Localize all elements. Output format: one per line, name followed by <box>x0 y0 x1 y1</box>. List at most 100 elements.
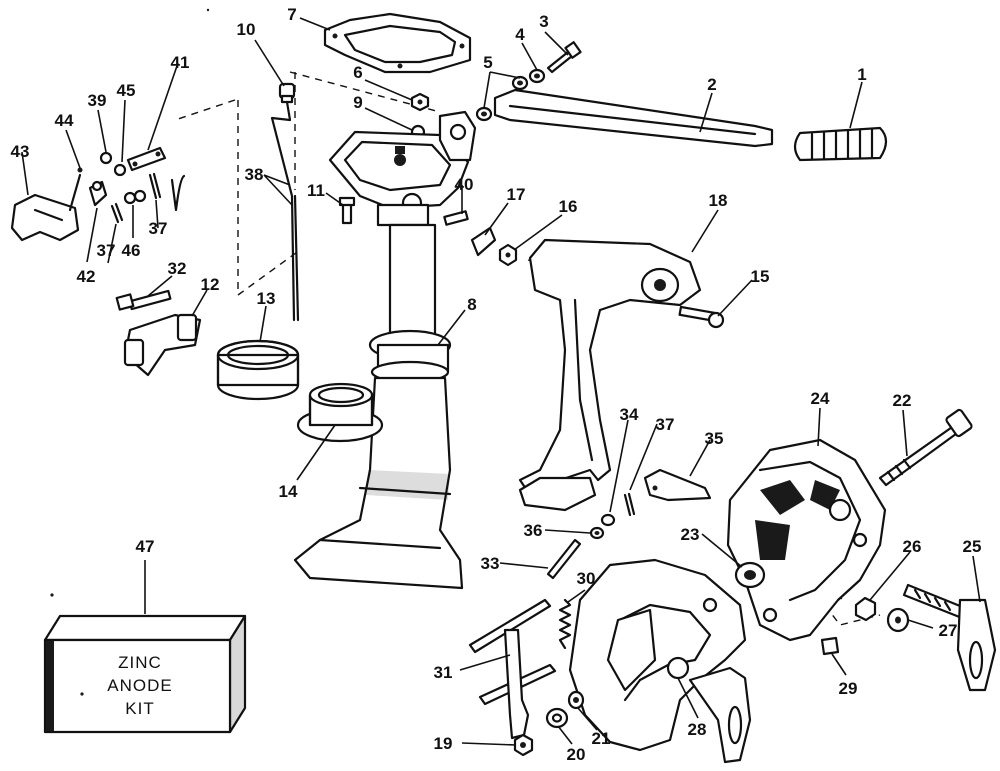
callout-15: 15 <box>751 267 770 286</box>
part-31-tilt-lever <box>468 598 557 740</box>
part-30-spring <box>558 598 572 650</box>
callout-28: 28 <box>688 720 707 739</box>
part-26-nut <box>854 596 877 622</box>
callout-3: 3 <box>539 12 548 31</box>
part-20-washer <box>545 707 569 729</box>
speck-mark <box>50 593 54 597</box>
callout-11: 11 <box>307 181 325 200</box>
part-18-swivel-bracket <box>518 238 702 512</box>
part-38-rods <box>270 100 300 322</box>
part-23-bushing <box>734 561 766 589</box>
callout-42: 42 <box>77 267 96 286</box>
callout-16: 16 <box>559 197 578 216</box>
part-19-nut <box>513 733 534 757</box>
callout-leader-lines <box>21 17 981 746</box>
callout-33: 33 <box>481 554 500 573</box>
callout-43: 43 <box>11 142 30 161</box>
part-13-bushing <box>216 339 300 401</box>
speck-mark <box>206 8 210 12</box>
callout-39: 39 <box>88 91 107 110</box>
part-1-grip <box>793 126 888 162</box>
callout-27: 27 <box>939 621 958 640</box>
part-25-clamp-screw <box>902 583 997 692</box>
callout-25: 25 <box>963 537 982 556</box>
kit-label-line-3: KIT <box>125 699 154 718</box>
part-33-pin <box>546 538 582 580</box>
part-5-washers <box>475 75 529 122</box>
part-37-cotter-pins-left <box>110 172 186 224</box>
part-40-screw <box>443 210 469 226</box>
callout-17: 17 <box>507 185 526 204</box>
callout-14: 14 <box>279 482 298 501</box>
part-4-washer <box>528 68 546 84</box>
callout-40: 40 <box>455 175 474 194</box>
callout-18: 18 <box>709 191 728 210</box>
callout-35: 35 <box>705 429 724 448</box>
callout-37-mid: 37 <box>149 219 168 238</box>
part-17-clip <box>470 226 497 257</box>
part-10-fitting <box>278 82 296 104</box>
callout-23: 23 <box>681 525 700 544</box>
callout-2: 2 <box>707 75 716 94</box>
part-14-bushing <box>296 382 384 443</box>
part-43-bracket <box>10 193 80 242</box>
callout-37-left: 37 <box>97 241 116 260</box>
callout-37-right: 37 <box>656 415 675 434</box>
part-24-stern-bracket <box>726 438 887 642</box>
part-12-collar <box>123 313 202 377</box>
part-46-washer <box>123 189 147 205</box>
part-44-bolt <box>68 167 83 212</box>
part-35-link-plate <box>643 468 712 502</box>
callout-44: 44 <box>55 111 74 130</box>
callout-numbers: 1 2 3 4 5 6 7 8 9 10 11 12 13 14 15 16 1… <box>11 5 982 764</box>
kit-label-line-2: ANODE <box>107 676 172 695</box>
kit-label-line-1: ZINC <box>118 653 162 672</box>
callout-22: 22 <box>893 391 912 410</box>
callout-29: 29 <box>839 679 858 698</box>
callout-46: 46 <box>122 241 141 260</box>
callout-21: 21 <box>592 729 611 748</box>
part-45-washer <box>113 163 127 177</box>
part-42-link <box>88 180 108 207</box>
callout-13: 13 <box>257 289 276 308</box>
callout-12: 12 <box>201 275 220 294</box>
part-22-bolt <box>878 408 973 487</box>
part-29-pin <box>820 636 840 656</box>
part-37-cotter-pin <box>623 492 636 517</box>
part-27-washer <box>886 607 910 633</box>
callout-38: 38 <box>245 165 264 184</box>
callout-20: 20 <box>567 745 586 764</box>
part-2-steering-arm <box>493 88 774 148</box>
part-39-washer <box>99 151 113 165</box>
part-36-washer <box>589 526 605 540</box>
part-8-exhaust-housing <box>293 203 464 590</box>
callout-1: 1 <box>857 65 866 84</box>
callout-45: 45 <box>117 81 136 100</box>
part-34-washer <box>600 513 616 527</box>
speck-mark <box>80 692 84 696</box>
callout-41: 41 <box>171 53 190 72</box>
part-21-washer <box>567 690 585 710</box>
callout-5: 5 <box>483 53 492 72</box>
callout-10: 10 <box>237 20 256 39</box>
callout-47: 47 <box>136 537 155 556</box>
callout-34: 34 <box>620 405 639 424</box>
callout-31: 31 <box>434 663 453 682</box>
part-41-lever <box>126 146 167 172</box>
part-32-screw <box>115 289 172 311</box>
callout-9: 9 <box>353 93 362 112</box>
part-47-zinc-anode-kit: ZINC ANODE KIT <box>43 614 247 734</box>
part-11-screw <box>338 196 356 225</box>
part-15-screw <box>678 305 725 329</box>
callout-30: 30 <box>577 569 596 588</box>
callout-36: 36 <box>524 521 543 540</box>
callout-6: 6 <box>353 63 362 82</box>
part-6-nut <box>410 92 430 112</box>
swivel-head-housing <box>328 110 477 214</box>
callout-8: 8 <box>467 295 476 314</box>
callout-7: 7 <box>287 5 296 24</box>
callout-32: 32 <box>168 259 187 278</box>
callout-19: 19 <box>434 734 453 753</box>
